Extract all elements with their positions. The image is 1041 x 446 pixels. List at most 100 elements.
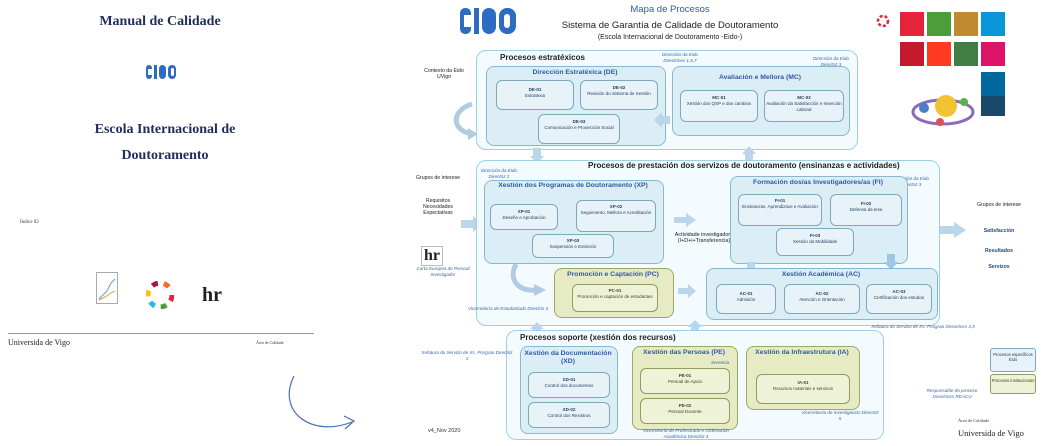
down-arrow-icon bbox=[884, 254, 898, 270]
xd-01-label: Control dos documentos bbox=[544, 383, 594, 388]
pe-01-label: Persoal de Apoio bbox=[667, 379, 703, 384]
pe-01-box[interactable]: PE-01 Persoal de Apoio bbox=[640, 368, 730, 394]
cover-area: Área de Calidade bbox=[256, 340, 284, 345]
requirements-label: Requisitos Necesidades Expectativas bbox=[412, 198, 464, 217]
charter-label: Carta Europea do Persoal Investigador bbox=[416, 266, 470, 277]
footer-version: v4_Nov 2020 bbox=[428, 428, 461, 434]
de-03-code: DE-03 bbox=[572, 119, 586, 124]
ac-01-code: AC-01 bbox=[739, 291, 753, 296]
sdg-logo-icon bbox=[876, 14, 890, 28]
xd-02-label: Control dos Rexistros bbox=[547, 413, 591, 418]
support-note-left: Xefatura do Servizo de Xs. Posgrao Direc… bbox=[421, 350, 513, 361]
legend-institutional-text: Procesos institucionais bbox=[991, 378, 1035, 383]
mc-title: Avaliación e Mellora (MC) bbox=[718, 74, 802, 81]
services-label: Servizos bbox=[988, 264, 1010, 270]
ac-02-box[interactable]: AC-02 Atención e Orientación bbox=[784, 284, 860, 314]
xp-title: Xestión dos Programas de Doutoramento (X… bbox=[498, 182, 648, 189]
fi-03-code: FI-03 bbox=[809, 233, 821, 238]
hr-logo-icon: hr bbox=[202, 284, 222, 306]
footer-university: Universida de Vigo bbox=[958, 428, 1024, 438]
sdg-tiles bbox=[900, 12, 1010, 120]
pe-02-box[interactable]: PE-02 Persoal Docente bbox=[640, 398, 730, 424]
eido-logo-small bbox=[146, 64, 176, 80]
cover-university: Universida de Vigo bbox=[8, 338, 71, 347]
mc-02-label: Avaliación da Satisfacción e Inserción L… bbox=[766, 101, 842, 112]
fi-01-box[interactable]: FI-01 Ensinanzas, Aprendizaxe e Avaliaci… bbox=[738, 194, 822, 226]
de-02-box[interactable]: DE-02 Revisión do Sistema de Xestión bbox=[580, 80, 658, 110]
map-school: (Escola Internacional de Doutoramento -E… bbox=[597, 34, 743, 41]
de-02-label: Revisión do Sistema de Xestión bbox=[587, 91, 651, 96]
mc-02-code: MC-02 bbox=[797, 95, 811, 100]
ac-01-label: Admisión bbox=[736, 297, 756, 302]
map-title: Mapa de Procesos bbox=[630, 4, 710, 15]
satisfaction-label: Satisfacción bbox=[983, 228, 1015, 234]
legend-institutional: Procesos institucionais bbox=[990, 374, 1036, 394]
support-note-pe: Xerencia bbox=[710, 360, 730, 365]
de-03-box[interactable]: DE-03 Comunicación e Proxección Social bbox=[538, 114, 620, 144]
sphere-graphic-icon bbox=[910, 84, 976, 132]
legend-specific: Procesos específicos Eido bbox=[990, 348, 1036, 372]
pc-01-code: PC-01 bbox=[608, 288, 622, 293]
legend-responsible: Responsable do proceso Directrices REACU bbox=[926, 388, 978, 399]
activity-label: Actividade investigadora (I+D+i+Transfer… bbox=[674, 232, 734, 245]
core-note-bottom-right: Xefatura do Servizo de Xs. Posgrao Direc… bbox=[871, 324, 975, 329]
eido-logo-icon bbox=[146, 65, 176, 79]
ac-03-code: AC-03 bbox=[892, 289, 906, 294]
ia-01-box[interactable]: IA-01 Recursos materiais e servizos bbox=[756, 374, 850, 404]
right-arrow-icon bbox=[678, 284, 696, 298]
ac-03-box[interactable]: AC-03 Certificación dos estudos bbox=[866, 284, 932, 314]
xd-title: Xestión da Documentación (XD) bbox=[524, 350, 612, 365]
output-arrow-icon bbox=[938, 222, 966, 238]
context-label: Contexto da Eido UVigo bbox=[424, 68, 464, 81]
cover-title: Manual de Calidade bbox=[99, 14, 221, 29]
core-note-right: Dirección da Eido Directriz 3 bbox=[892, 176, 929, 187]
xp-03-code: XP-03 bbox=[566, 238, 580, 243]
core-title: Procesos de prestación dos servizos de d… bbox=[588, 161, 900, 170]
xp-02-box[interactable]: XP-02 Seguimento, Mellora e Acreditación bbox=[576, 200, 656, 232]
ia-01-label: Recursos materiais e servizos bbox=[772, 386, 834, 391]
ia-title: Xestión da Infraestrutura (IA) bbox=[755, 349, 849, 356]
fi-title: Formación dos/as Investigadores/as (FI) bbox=[753, 179, 883, 186]
de-01-label: Estratexia bbox=[524, 93, 545, 98]
map-subtitle: Sistema de Garantía de Calidade de Douto… bbox=[561, 20, 779, 31]
fi-01-label: Ensinanzas, Aprendizaxe e Avaliación bbox=[742, 204, 818, 209]
mc-01-box[interactable]: MC-01 Xestión dos QSP e dos cambios bbox=[680, 90, 758, 122]
legend-specific-text: Procesos específicos Eido bbox=[993, 352, 1033, 362]
ac-title: Xestión Académica (AC) bbox=[781, 271, 861, 278]
xp-02-code: XP-02 bbox=[609, 204, 623, 209]
hr-logo-icon: hr bbox=[421, 246, 443, 266]
curved-arrow-icon bbox=[288, 375, 356, 430]
pc-01-label: Promoción e captación de estudantes bbox=[577, 294, 653, 299]
xp-01-box[interactable]: XP-01 Deseño e Aprobación bbox=[490, 204, 558, 230]
core-note-left: Dirección da Eido Directriz 2 bbox=[480, 168, 517, 179]
cover-divider bbox=[8, 333, 314, 334]
ac-03-label: Certificación dos estudos bbox=[873, 295, 925, 300]
ac-01-box[interactable]: AC-01 Admisión bbox=[716, 284, 776, 314]
strategic-note-right: Dirección da Eido Directriz 3 bbox=[812, 56, 849, 67]
ac-02-code: AC-02 bbox=[815, 291, 829, 296]
fi-02-box[interactable]: FI-02 Defensa da tese bbox=[830, 194, 902, 226]
de-01-code: DE-01 bbox=[528, 87, 542, 92]
mc-01-code: MC-01 bbox=[712, 95, 726, 100]
de-title: Dirección Estratéxica (DE) bbox=[532, 69, 618, 76]
results-label: Resultados bbox=[985, 248, 1013, 254]
eido-logo-large bbox=[460, 6, 516, 36]
xp-03-box[interactable]: XP-03 Suspensión e Extinción bbox=[532, 234, 614, 258]
xd-02-code: XD-02 bbox=[562, 407, 576, 412]
right-arrow-icon bbox=[674, 213, 696, 227]
de-02-code: DE-02 bbox=[612, 85, 626, 90]
xd-02-box[interactable]: XD-02 Control dos Rexistros bbox=[528, 402, 610, 428]
fi-02-label: Defensa da tese bbox=[849, 207, 883, 212]
requirements-text: Requisitos Necesidades Expectativas bbox=[423, 198, 453, 217]
de-01-box[interactable]: DE-01 Estratexia bbox=[496, 80, 574, 110]
ia-01-code: IA-01 bbox=[797, 380, 809, 385]
fi-03-label: Xestión da Mobilidade bbox=[792, 239, 838, 244]
mc-01-label: Xestión dos QSP e dos cambios bbox=[686, 101, 752, 106]
de-03-label: Comunicación e Proxección Social bbox=[544, 125, 614, 130]
stakeholders-label-right: Grupos de interese bbox=[976, 202, 1022, 208]
pe-title: Xestión das Persoas (PE) bbox=[643, 349, 725, 356]
pc-01-box[interactable]: PC-01 Promoción e captación de estudante… bbox=[572, 284, 658, 312]
mc-02-box[interactable]: MC-02 Avaliación da Satisfacción e Inser… bbox=[764, 90, 844, 122]
xd-01-box[interactable]: XD-01 Control dos documentos bbox=[528, 372, 610, 398]
fi-03-box[interactable]: FI-03 Xestión da Mobilidade bbox=[776, 228, 854, 256]
